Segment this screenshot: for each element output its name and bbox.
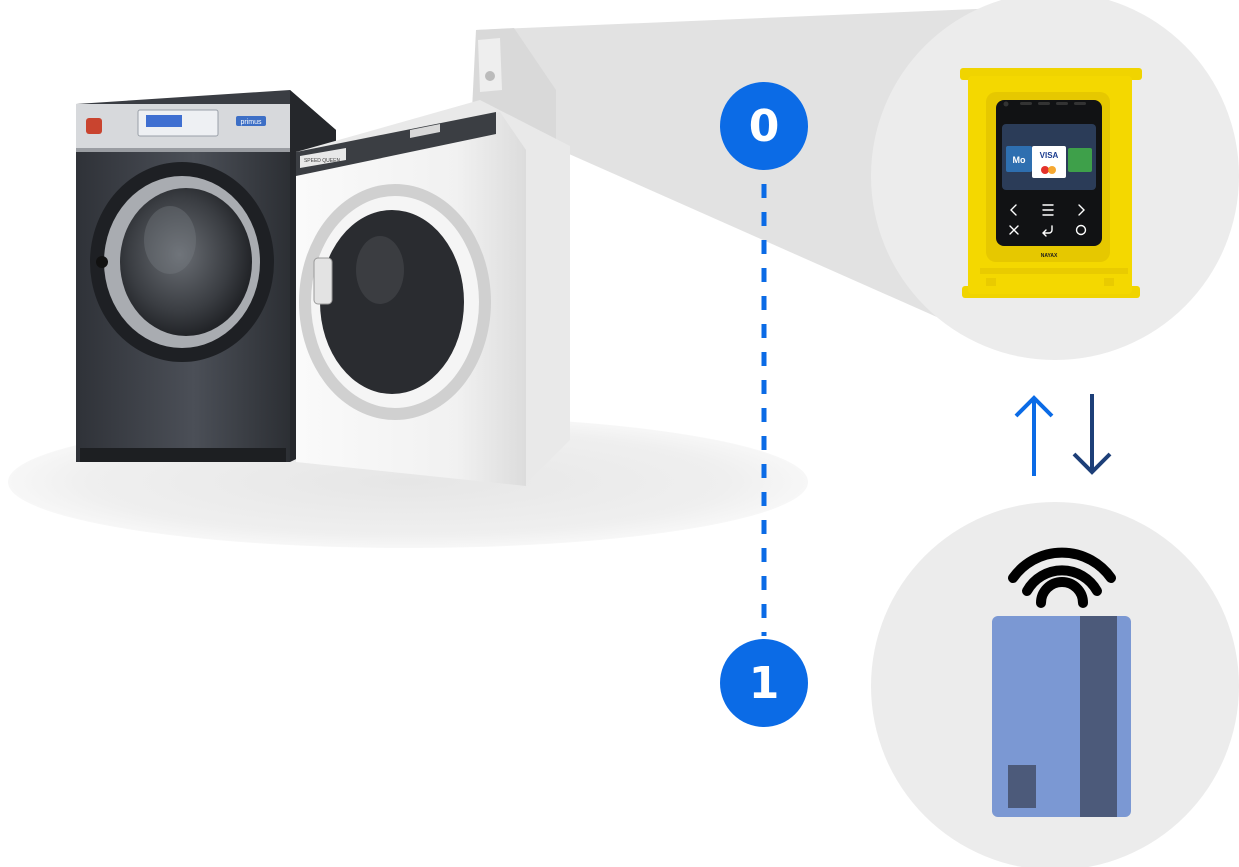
step-badge-0: 0 xyxy=(720,82,808,170)
visa-logo-text: VISA xyxy=(1040,151,1059,160)
payment-terminal: Mo VISA NAYAX xyxy=(960,68,1142,298)
back-icon xyxy=(1042,225,1053,237)
chevron-left-icon xyxy=(1010,204,1017,216)
terminal-maker-label: NAYAX xyxy=(1041,253,1058,259)
emergency-stop-icon xyxy=(86,118,102,134)
washer-brand-label: primus xyxy=(240,119,262,126)
chevron-right-icon xyxy=(1078,204,1085,216)
step-badge-1: 1 xyxy=(720,639,808,727)
card-logo-text: Mo xyxy=(1013,155,1026,165)
up-down-arrows-icon xyxy=(1014,394,1112,476)
dryer-brand-label: SPEED QUEEN xyxy=(304,158,341,164)
confirm-icon xyxy=(1075,224,1087,236)
contactless-wifi-icon xyxy=(1008,547,1116,608)
zoom-cone xyxy=(476,8,1000,345)
credit-card-icon xyxy=(992,616,1131,817)
dryer-machine: SPEED QUEEN xyxy=(296,28,570,486)
